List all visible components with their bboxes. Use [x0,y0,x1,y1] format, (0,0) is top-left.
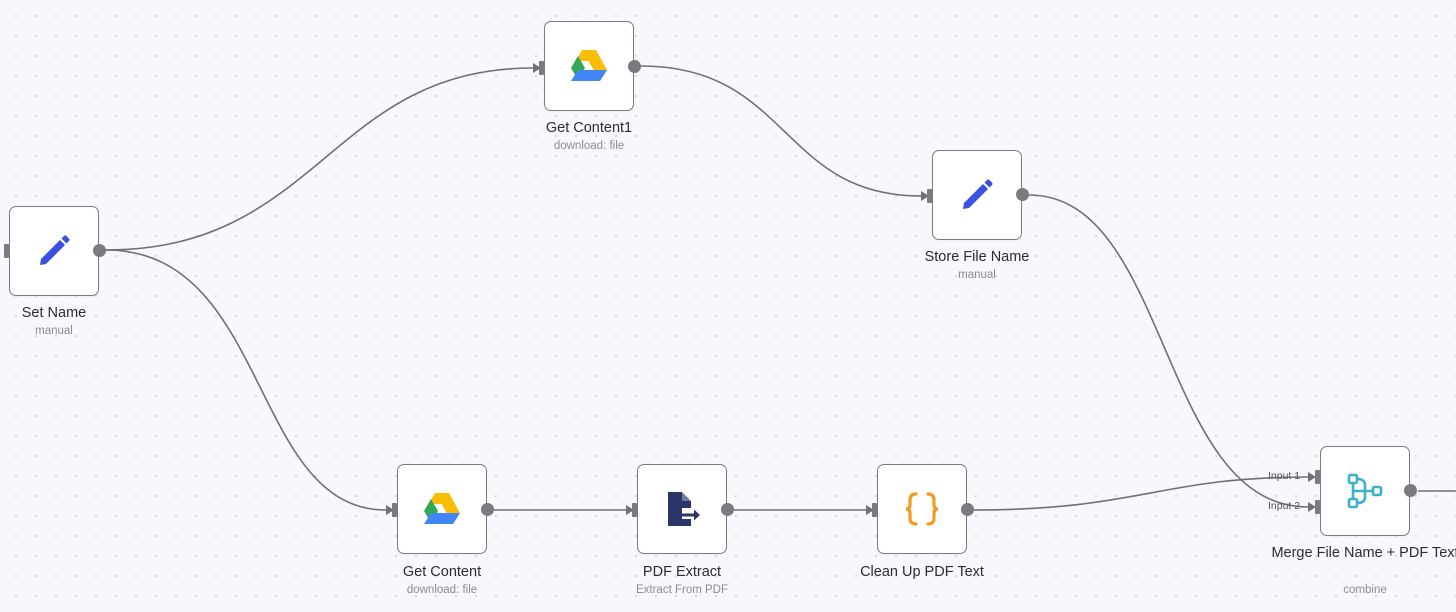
arrowhead [1308,502,1316,512]
pencil-icon [40,235,70,265]
arrowhead [921,191,929,201]
pencil-icon [963,179,993,209]
edge-set-name-to-get-content1[interactable] [105,67,534,251]
input-port[interactable] [392,503,397,517]
edge-set-name-to-get-content[interactable] [105,249,387,511]
node-clean-up-pdf-text[interactable]: Clean Up PDF Text [860,464,984,580]
merge-icon [1347,473,1383,509]
input-port[interactable] [4,244,9,258]
input-port-1[interactable] [1315,470,1320,484]
google-drive-icon [424,493,460,524]
input-port[interactable] [927,189,932,203]
node-title: Get Content1 [545,120,633,136]
edge-clean-up-to-merge[interactable] [973,476,1309,511]
node-title: Store File Name [924,249,1030,265]
node-get-content[interactable]: Get Content download: file [392,464,494,596]
output-port[interactable] [481,503,494,516]
node-title: Merge File Name + PDF Text [1271,545,1456,561]
input-1-label: Input 1 [1268,470,1301,482]
node-merge[interactable]: Input 1 Input 2 Merge File Name + PDF Te… [1268,446,1456,596]
node-subtitle: Extract From PDF [635,584,728,596]
node-pdf-extract-box[interactable] [637,464,727,554]
node-title: Set Name [21,305,87,321]
arrowhead [626,505,634,515]
node-pdf-extract[interactable]: PDF Extract Extract From PDF [632,464,734,596]
output-port[interactable] [1404,484,1417,497]
node-store-file-name[interactable]: Store File Name manual [925,150,1029,281]
code-braces-icon [905,492,939,526]
node-get-content1[interactable]: Get Content1 download: file [539,21,641,152]
edge-get-content1-to-store-file-name[interactable] [640,65,922,197]
node-set-name[interactable]: Set Name manual [4,206,106,337]
output-port[interactable] [961,503,974,516]
node-subtitle: download: file [553,140,625,152]
output-port[interactable] [721,503,734,516]
input-port[interactable] [872,503,877,517]
google-drive-icon [571,50,607,81]
node-subtitle: manual [35,325,73,337]
node-title: Clean Up PDF Text [860,564,984,580]
arrowhead [386,505,394,515]
input-port[interactable] [632,503,637,517]
node-subtitle: download: file [406,584,478,596]
node-set-name-box[interactable] [9,206,99,296]
input-port-2[interactable] [1315,500,1320,514]
arrowhead [866,505,874,515]
node-title: PDF Extract [642,564,722,580]
node-get-content1-box[interactable] [544,21,634,111]
node-store-file-name-box[interactable] [932,150,1022,240]
pdf-extract-icon [668,492,700,526]
output-port[interactable] [93,244,106,257]
arrowhead [1308,472,1316,482]
input-2-label: Input 2 [1268,500,1301,512]
arrowhead [533,63,541,73]
output-port[interactable] [1016,188,1029,201]
node-subtitle: combine [1343,584,1387,596]
node-subtitle: manual [958,269,996,281]
edge-store-file-name-to-merge[interactable] [1028,194,1309,508]
input-port[interactable] [539,61,544,75]
node-clean-up-box[interactable] [877,464,967,554]
node-get-content-box[interactable] [397,464,487,554]
node-merge-box[interactable] [1320,446,1410,536]
node-title: Get Content [402,564,482,580]
output-port[interactable] [628,60,641,73]
